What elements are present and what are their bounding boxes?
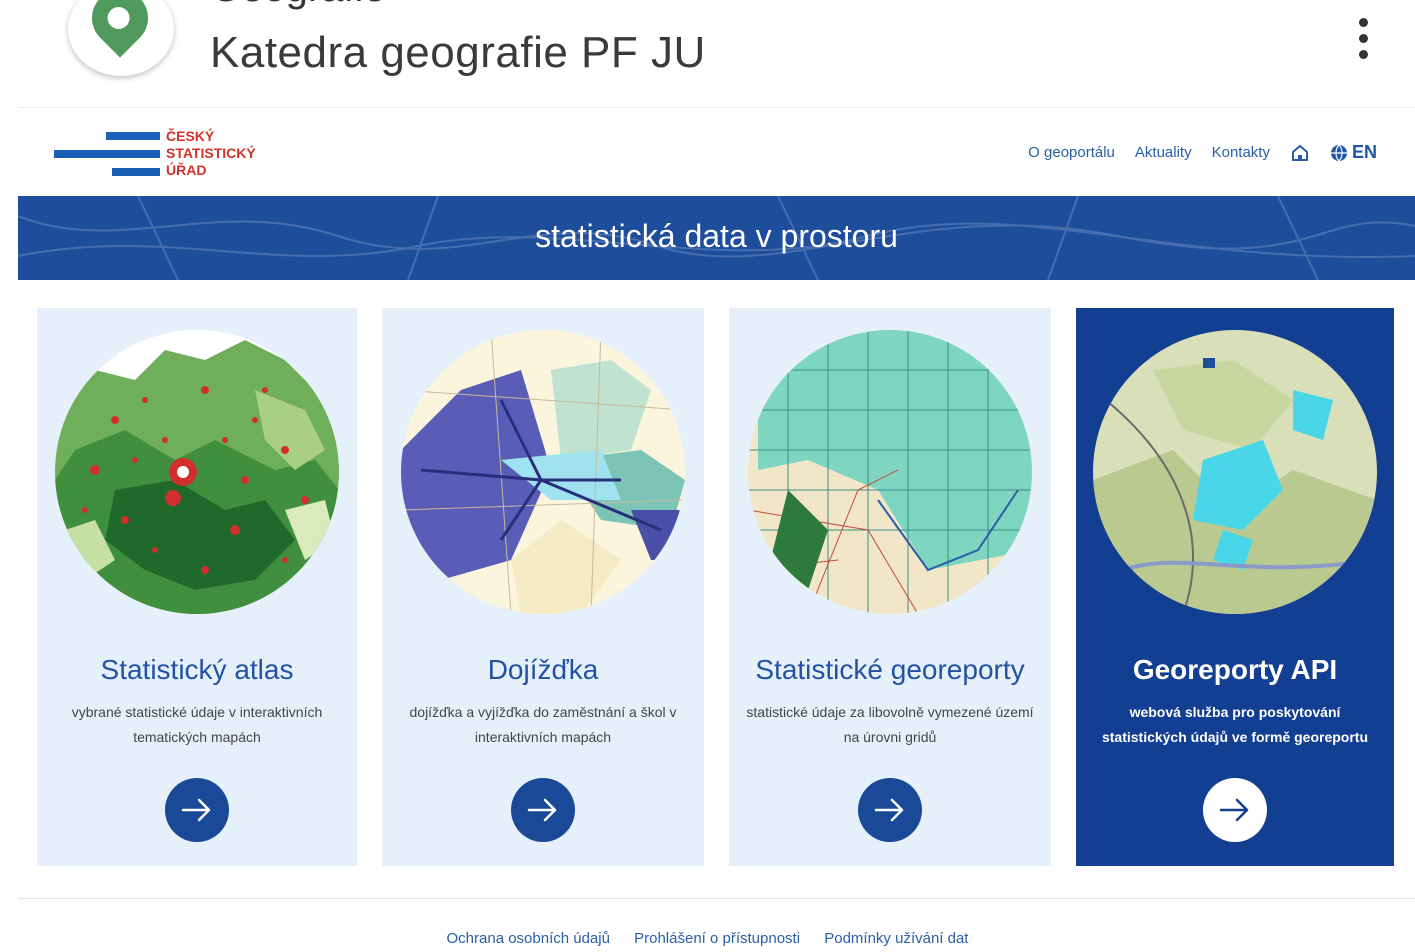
card-title: Dojížďka bbox=[487, 654, 599, 685]
site-header: ČESKÝ STATISTICKÝ ÚŘAD O geoportálu Aktu… bbox=[18, 110, 1415, 196]
map-pattern bbox=[18, 196, 1415, 280]
card-title: Statistický atlas bbox=[100, 654, 294, 685]
logo-line: ÚŘAD bbox=[166, 162, 207, 178]
home-icon[interactable] bbox=[1290, 143, 1310, 163]
logo-line: ČESKÝ bbox=[166, 128, 215, 144]
app-overflow-title: Geografie bbox=[210, 0, 386, 11]
georeports-map-image bbox=[748, 330, 1032, 614]
banner-title: statistická data v prostoru bbox=[535, 218, 898, 254]
hero-banner: statistická data v prostoru bbox=[18, 196, 1415, 280]
map-pin-icon bbox=[80, 0, 160, 58]
language-label: EN bbox=[1351, 142, 1377, 162]
logo-line: STATISTICKÝ bbox=[166, 145, 256, 161]
app-title: Katedra geografie PF JU bbox=[210, 28, 706, 77]
footer-link-terms[interactable]: Podmínky užívání dat bbox=[824, 930, 969, 947]
open-api-button[interactable] bbox=[1203, 778, 1267, 842]
card-georeporty-api[interactable]: Georeporty API webová služba pro poskyto… bbox=[1076, 308, 1394, 866]
nav-link-contacts[interactable]: Kontakty bbox=[1211, 144, 1270, 161]
atlas-map-image bbox=[55, 330, 339, 614]
arrow-right-icon bbox=[181, 798, 211, 822]
arrow-right-icon bbox=[527, 798, 557, 822]
footer-links: Ochrana osobních údajů Prohlášení o přís… bbox=[0, 930, 1415, 947]
language-switch[interactable]: EN bbox=[1330, 142, 1377, 163]
footer-divider bbox=[18, 898, 1415, 899]
commuting-map-image bbox=[401, 330, 685, 614]
card-dojizdka[interactable]: Dojížďka dojížďka a vyjížďka do zaměstná… bbox=[382, 308, 704, 866]
czso-logo[interactable]: ČESKÝ STATISTICKÝ ÚŘAD bbox=[54, 128, 294, 182]
globe-icon bbox=[1330, 144, 1347, 161]
nav-link-about[interactable]: O geoportálu bbox=[1028, 144, 1115, 161]
open-georeports-button[interactable] bbox=[858, 778, 922, 842]
card-title: Georeporty API bbox=[1132, 654, 1338, 685]
card-statisticke-georeporty[interactable]: Statistické georeporty statistické údaje… bbox=[729, 308, 1051, 866]
card-description: webová služba pro poskytování statistick… bbox=[1101, 704, 1369, 745]
app-header: Geografie Katedra geografie PF JU bbox=[18, 0, 1415, 108]
card-title: Statistické georeporty bbox=[755, 654, 1025, 685]
footer-link-accessibility[interactable]: Prohlášení o přístupnosti bbox=[634, 930, 801, 947]
card-description: vybrané statistické údaje v interaktivní… bbox=[71, 704, 323, 745]
card-statisticky-atlas[interactable]: Statistický atlas vybrané statistické úd… bbox=[37, 308, 357, 866]
card-description: dojížďka a vyjížďka do zaměstnání a škol… bbox=[409, 704, 677, 745]
open-atlas-button[interactable] bbox=[165, 778, 229, 842]
open-commuting-button[interactable] bbox=[511, 778, 575, 842]
top-nav: O geoportálu Aktuality Kontakty EN bbox=[1028, 142, 1377, 163]
arrow-right-icon bbox=[1219, 798, 1249, 822]
card-description: statistické údaje za libovolně vymezené … bbox=[746, 704, 1034, 745]
app-logo bbox=[68, 0, 174, 76]
arrow-right-icon bbox=[874, 798, 904, 822]
api-map-image bbox=[1093, 330, 1377, 614]
more-menu-icon[interactable] bbox=[1353, 18, 1373, 62]
nav-link-news[interactable]: Aktuality bbox=[1134, 144, 1192, 161]
footer-link-privacy[interactable]: Ochrana osobních údajů bbox=[446, 930, 610, 947]
